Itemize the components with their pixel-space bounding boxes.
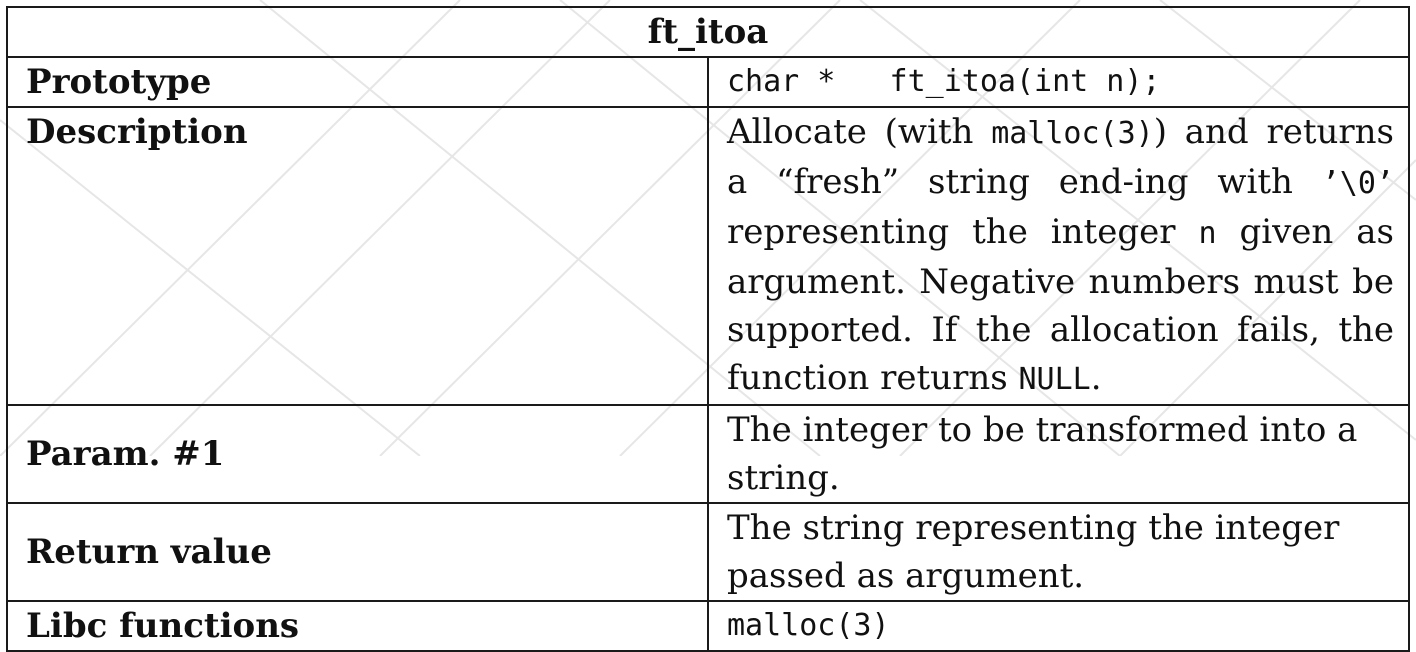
param1-value: The integer to be transformed into a str… [707,404,1410,504]
title-row: ft_itoa [6,6,1410,58]
libc-functions-label: Libc functions [6,600,709,652]
param1-label: Param. #1 [6,404,709,504]
return-value-row: Return value The string representing the… [6,502,1410,602]
description-code-malloc: malloc(3) [991,116,1154,151]
description-label: Description [6,106,709,406]
prototype-label: Prototype [6,56,709,108]
prototype-row: Prototype char * ft_itoa(int n); [6,56,1410,108]
libc-functions-value: malloc(3) [707,600,1410,652]
prototype-value: char * ft_itoa(int n); [707,56,1410,108]
libc-functions-row: Libc functions malloc(3) [6,600,1410,652]
return-value-label: Return value [6,502,709,602]
function-title: ft_itoa [6,6,1410,58]
description-row: Description Allocate (with malloc(3)) an… [6,106,1410,406]
param1-row: Param. #1 The integer to be transformed … [6,404,1410,504]
return-value-value: The string representing the integer pass… [707,502,1410,602]
description-text-1: Allocate (with [727,112,992,152]
description-text-5: . [1090,358,1102,398]
description-text-3: representing the integer [727,212,1199,252]
description-value: Allocate (with malloc(3)) and returns a … [707,106,1410,406]
description-code-null-char: ’\0’ [1321,166,1394,201]
description-code-null: NULL [1018,362,1091,397]
description-code-n: n [1198,216,1217,251]
description-text-4: given as argument. Negative numbers must… [727,212,1394,398]
function-spec-table: ft_itoa Prototype char * ft_itoa(int n);… [6,6,1410,652]
description-text-2: ) and returns a “fresh” string end-ing w… [727,112,1394,202]
